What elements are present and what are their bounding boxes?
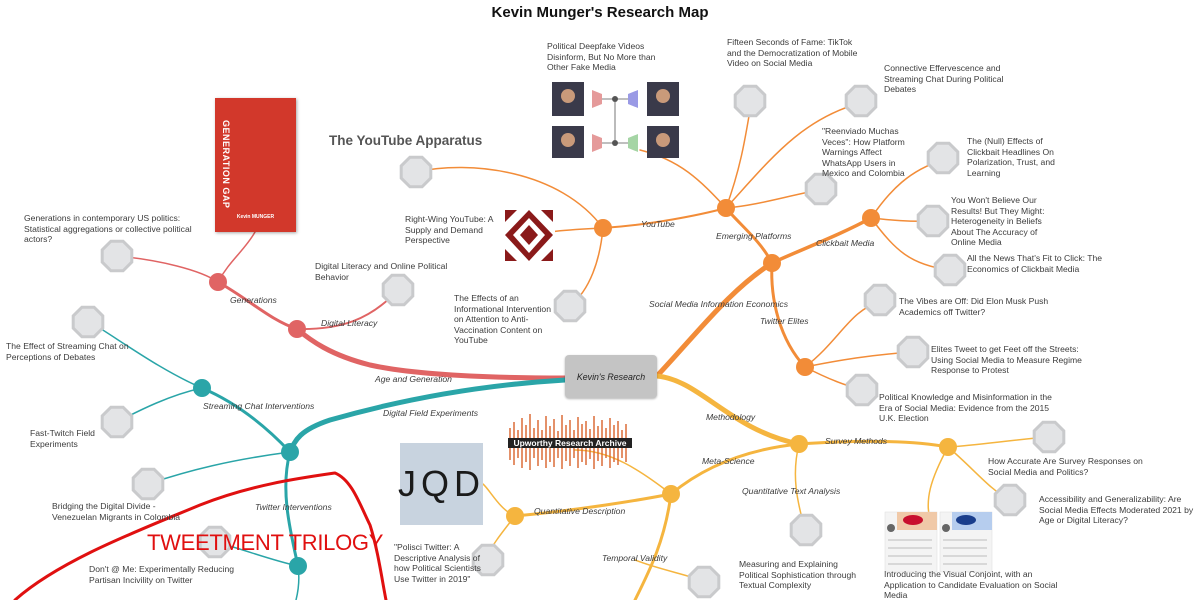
tweetment-trilogy-annotation: TWEETMENT TRILOGY (147, 530, 384, 555)
paper-generations-politics[interactable]: Generations in contemporary US politics:… (24, 213, 192, 244)
branch-label-survey-methods: Survey Methods (825, 436, 888, 446)
placeholder-octagon-icon[interactable] (993, 483, 1027, 517)
branch-label-age-and-generation: Age and Generation (375, 374, 452, 384)
node-meta-science[interactable] (662, 485, 680, 503)
branch-label-streaming-chat-interventions: Streaming Chat Interventions (203, 401, 315, 411)
placeholder-octagon-icon[interactable] (804, 172, 838, 206)
visual-conjoint-image (884, 511, 993, 573)
node-quantitative-description[interactable] (506, 507, 524, 525)
branch-label-social-media-info-econ: Social Media Information Economics (649, 299, 788, 309)
paper-wont-believe[interactable]: You Won't Believe Our Results! But They … (951, 195, 1045, 247)
placeholder-octagon-icon[interactable] (844, 84, 878, 118)
paper-reenviado[interactable]: "Reenviado Muchas Veces": How Platform W… (822, 126, 905, 178)
placeholder-octagon-icon[interactable] (687, 565, 721, 599)
generation-gap-book-cover: GENERATION GAP Kevin MUNGER (215, 98, 296, 232)
paper-survey-responses[interactable]: How Accurate Are Survey Responses on Soc… (988, 456, 1143, 477)
paper-polisci-twitter[interactable]: "Polisci Twitter: A Descriptive Analysis… (394, 542, 481, 584)
node-twitter-interventions[interactable] (289, 557, 307, 575)
edge-clickbait (770, 216, 873, 265)
paper-fast-twitch[interactable]: Fast-Twitch Field Experiments (30, 428, 95, 449)
paper-deepfake[interactable]: Political Deepfake Videos Disinform, But… (547, 41, 656, 72)
deepfake-diagram-image (552, 82, 679, 158)
node-clickbait-media[interactable] (862, 209, 880, 227)
branch-label-emerging-platforms: Emerging Platforms (716, 231, 792, 241)
edge-twitter-elites (770, 261, 807, 369)
paper-accessibility[interactable]: Accessibility and Generalizability: Are … (1039, 494, 1194, 525)
branch-label-temporal-validity: Temporal Validity (602, 553, 668, 563)
placeholder-octagon-icon[interactable] (845, 373, 879, 407)
paper-streaming-effervescence[interactable]: Connective Effervescence and Streaming C… (884, 63, 1004, 94)
branch-label-meta-science: Meta-Science (702, 456, 755, 466)
paper-right-wing-youtube[interactable]: Right-Wing YouTube: A Supply and Demand … (405, 214, 494, 245)
paper-tiktok[interactable]: Fifteen Seconds of Fame: TikTok and the … (727, 37, 858, 68)
placeholder-octagon-icon[interactable] (926, 141, 960, 175)
paper-visual-conjoint[interactable]: Introducing the Visual Conjoint, with an… (884, 569, 1058, 600)
branch-label-clickbait-media: Clickbait Media (816, 238, 875, 248)
placeholder-octagon-icon[interactable] (916, 204, 950, 238)
node-generations[interactable] (209, 273, 227, 291)
paper-null-clickbait[interactable]: The (Null) Effects of Clickbait Headline… (967, 136, 1055, 178)
node-survey-methods[interactable] (939, 438, 957, 456)
page-title: Kevin Munger's Research Map (491, 4, 709, 21)
paper-measuring-sophistication[interactable]: Measuring and Explaining Political Sophi… (739, 559, 857, 590)
branch-label-youtube: YouTube (641, 219, 675, 229)
placeholder-octagon-icon[interactable] (863, 283, 897, 317)
node-social-media-info-econ[interactable] (763, 254, 781, 272)
placeholder-octagon-icon[interactable] (131, 467, 165, 501)
node-youtube[interactable] (594, 219, 612, 237)
node-twitter-elites[interactable] (796, 358, 814, 376)
placeholder-octagon-icon[interactable] (381, 273, 415, 307)
center-node-kevins-research[interactable]: Kevin's Research (565, 355, 657, 398)
placeholder-octagon-icon[interactable] (896, 335, 930, 369)
branch-label-twitter-elites: Twitter Elites (760, 316, 809, 326)
paper-digital-literacy[interactable]: Digital Literacy and Online Political Be… (315, 261, 448, 282)
paper-all-news[interactable]: All the News That's Fit to Click: The Ec… (967, 253, 1103, 274)
placeholder-octagon-icon[interactable] (1032, 420, 1066, 454)
branch-label-digital-field-experiments: Digital Field Experiments (383, 408, 479, 418)
branch-label-quantitative-text-analysis: Quantitative Text Analysis (742, 486, 841, 496)
placeholder-octagon-icon[interactable] (733, 84, 767, 118)
paper-bridging-divide[interactable]: Bridging the Digital Divide - Venezuelan… (52, 501, 181, 522)
node-emerging-platforms[interactable] (717, 199, 735, 217)
branch-label-quantitative-description: Quantitative Description (534, 506, 626, 516)
placeholder-octagon-icon[interactable] (399, 155, 433, 189)
jqd-logo: JQD (398, 443, 483, 525)
right-wing-youtube-image (503, 208, 555, 263)
annotation-loop (13, 471, 388, 600)
edge-methodology (654, 373, 802, 447)
edge-social-media-info-econ (654, 260, 775, 379)
section-heading-youtube-apparatus: The YouTube Apparatus (329, 133, 483, 148)
placeholder-octagon-icon[interactable] (789, 513, 823, 547)
placeholder-octagon-icon[interactable] (100, 239, 134, 273)
branch-label-methodology: Methodology (706, 412, 756, 422)
placeholder-octagon-icon[interactable] (553, 289, 587, 323)
placeholder-octagon-icon[interactable] (933, 253, 967, 287)
node-field-experiments[interactable] (281, 443, 299, 461)
book-author: Kevin MUNGER (236, 214, 275, 220)
node-streaming-chat[interactable] (193, 379, 211, 397)
paper-vibes-off[interactable]: The Vibes are Off: Did Elon Musk Push Ac… (899, 296, 1049, 317)
branch-label-twitter-interventions: Twitter Interventions (255, 502, 332, 512)
edge-youtube (602, 207, 727, 229)
paper-streaming-chat-debates[interactable]: The Effect of Streaming Chat on Percepti… (6, 341, 129, 362)
paper-dont-at-me[interactable]: Don't @ Me: Experimentally Reducing Part… (89, 564, 235, 585)
edge-age-and-generation (294, 326, 568, 381)
node-methodology[interactable] (790, 435, 808, 453)
paper-anti-vax[interactable]: The Effects of an Informational Interven… (454, 293, 551, 345)
upworthy-logo-text: Upworthy Research Archive (508, 438, 632, 448)
paper-elites-tweet[interactable]: Elites Tweet to get Feet off the Streets… (931, 344, 1082, 375)
placeholder-octagon-icon[interactable] (100, 405, 134, 439)
paper-political-knowledge[interactable]: Political Knowledge and Misinformation i… (879, 392, 1052, 423)
branch-label-generations: Generations (230, 295, 277, 305)
placeholder-octagon-icon[interactable] (471, 543, 505, 577)
edge-digital-field-experiments (287, 377, 568, 455)
branch-label-digital-literacy: Digital Literacy (321, 318, 378, 328)
node-digital-literacy[interactable] (288, 320, 306, 338)
placeholder-octagon-icon[interactable] (198, 525, 232, 559)
book-title: GENERATION GAP (221, 120, 231, 209)
placeholder-octagon-icon[interactable] (71, 305, 105, 339)
